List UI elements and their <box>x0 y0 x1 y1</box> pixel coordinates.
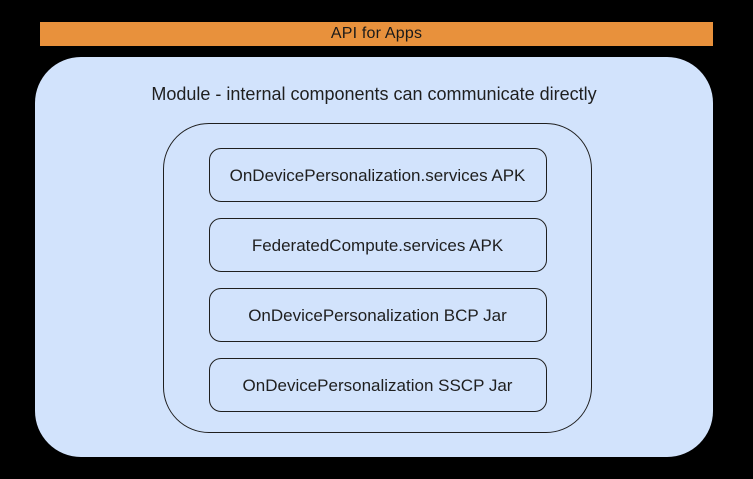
component-box-odp-bcp-jar: OnDevicePersonalization BCP Jar <box>208 288 547 342</box>
module-inner-boundary: OnDevicePersonalization.services APK Fed… <box>163 123 592 433</box>
component-label: OnDevicePersonalization BCP Jar <box>248 305 507 325</box>
component-label: OnDevicePersonalization.services APK <box>229 165 526 185</box>
component-label: FederatedCompute.services APK <box>251 235 504 255</box>
module-container: Module - internal components can communi… <box>35 57 713 457</box>
component-box-odp-services-apk: OnDevicePersonalization.services APK <box>208 148 547 202</box>
component-box-odp-sscp-jar: OnDevicePersonalization SSCP Jar <box>208 358 547 412</box>
component-label: OnDevicePersonalization SSCP Jar <box>242 375 513 395</box>
component-box-federatedcompute-services-apk: FederatedCompute.services APK <box>208 218 547 272</box>
module-title: Module - internal components can communi… <box>151 84 597 104</box>
api-for-apps-banner: API for Apps <box>40 22 713 46</box>
api-for-apps-banner-label: API for Apps <box>330 25 423 42</box>
